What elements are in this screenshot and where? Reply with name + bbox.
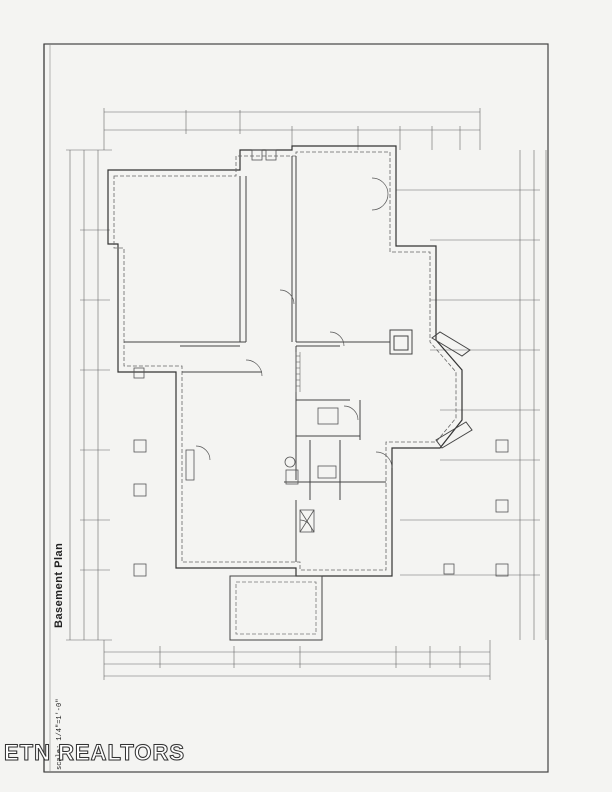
- bath-fixtures: [251, 149, 339, 533]
- plan-title: Basement Plan: [53, 542, 65, 628]
- dimension-lines-bottom: [103, 640, 491, 680]
- realtor-watermark: ETN REALTORS: [3, 740, 186, 766]
- interior-walls: [124, 156, 390, 562]
- door-swings: [195, 177, 393, 533]
- dimension-lines-left: [66, 149, 112, 641]
- dimension-lines-top: [103, 108, 481, 150]
- sheet-border: [43, 43, 549, 773]
- storage-room: [229, 575, 323, 641]
- exterior-walls: [107, 145, 463, 577]
- dimension-lines-right: [396, 150, 547, 640]
- stairs: [295, 352, 301, 392]
- piers: [133, 367, 509, 577]
- fireplace: [389, 329, 473, 449]
